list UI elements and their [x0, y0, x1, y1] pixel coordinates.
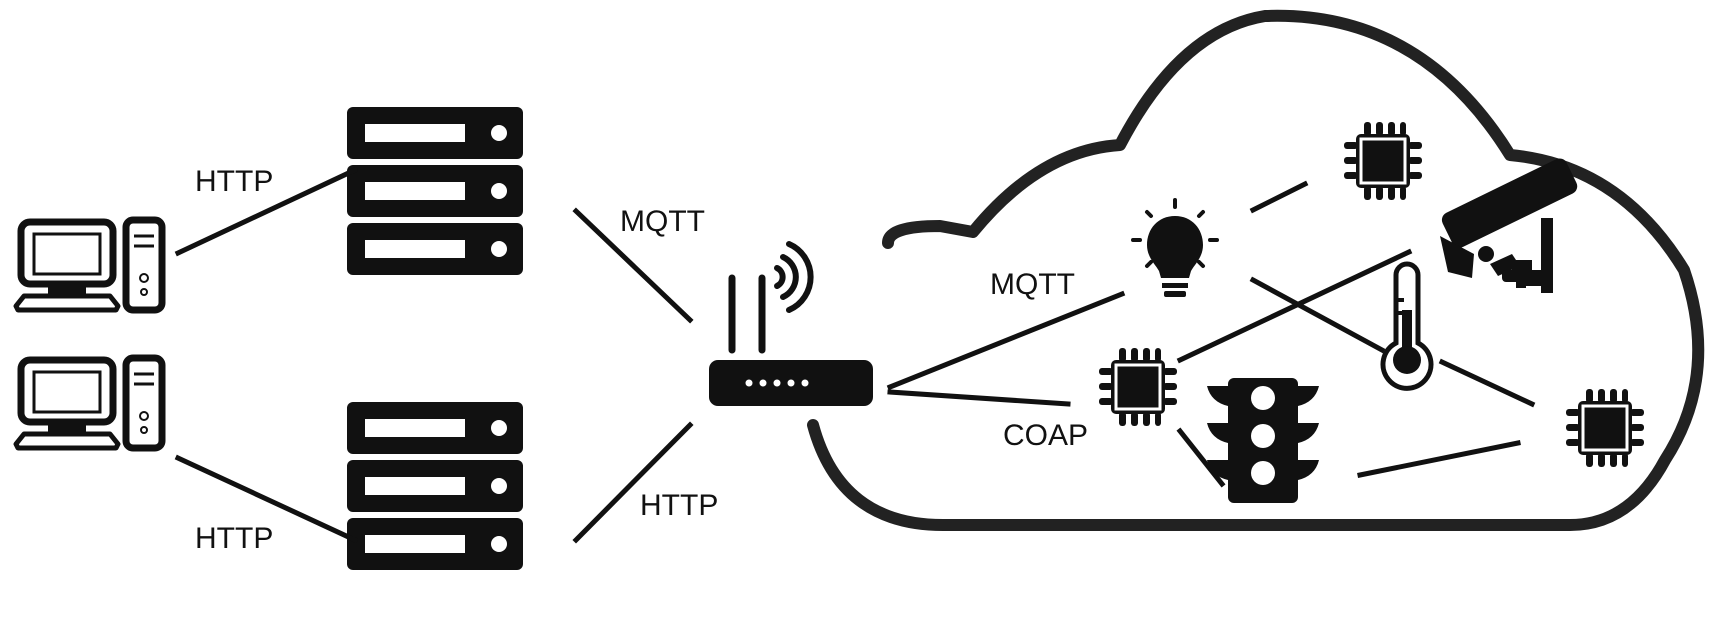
label-coap-cloud: COAP: [1003, 419, 1088, 452]
chip-right: [1564, 387, 1646, 469]
desktop-computer-icon: [16, 220, 162, 310]
label-http-server-router: HTTP: [640, 489, 718, 522]
security-camera: [1440, 158, 1578, 293]
microchip-icon: [1564, 387, 1646, 469]
wifi-router: [709, 241, 873, 406]
link-server-bottom-router: [572, 421, 694, 544]
link-traffic-light-chip-right: [1357, 440, 1521, 478]
client-computer-bottom: [16, 358, 162, 448]
thermometer: [1380, 261, 1434, 391]
security-camera-icon: [1440, 158, 1578, 293]
server-rack-bottom: [347, 402, 523, 570]
link-chip-traffic-light: [1176, 427, 1226, 488]
microchip-icon: [1342, 120, 1424, 202]
link-router-chip: [887, 389, 1071, 407]
cloud-outline: [807, 9, 1705, 531]
server-rack-icon: [347, 107, 523, 275]
link-client-top-server-top: [174, 166, 359, 257]
link-thermometer-chip-right: [1438, 358, 1536, 408]
link-chip-camera: [1176, 248, 1413, 364]
desktop-computer-icon: [16, 358, 162, 448]
label-http-client-top: HTTP: [195, 165, 273, 198]
server-rack-icon: [347, 402, 523, 570]
server-rack-top: [347, 107, 523, 275]
thermometer-icon: [1380, 261, 1434, 391]
traffic-light: [1207, 378, 1319, 503]
traffic-light-icon: [1207, 378, 1319, 503]
wifi-router-icon: [709, 241, 873, 406]
client-computer-top: [16, 220, 162, 310]
chip-top: [1342, 120, 1424, 202]
light-bulb-icon: [1131, 198, 1219, 297]
left-connections: [174, 166, 694, 544]
link-client-bottom-server-bottom: [174, 454, 359, 544]
cloud-connections: [886, 180, 1536, 488]
link-server-top-router: [572, 207, 694, 324]
label-http-client-bottom: HTTP: [195, 522, 273, 555]
chip-center: [1097, 346, 1179, 428]
link-router-bulb: [886, 290, 1126, 391]
microchip-icon: [1097, 346, 1179, 428]
label-mqtt-cloud: MQTT: [990, 268, 1075, 301]
light-bulb: [1131, 198, 1219, 297]
link-bulb-thermometer: [1249, 276, 1386, 354]
label-mqtt-server-router: MQTT: [620, 205, 705, 238]
link-bulb-chip-top: [1249, 180, 1309, 214]
